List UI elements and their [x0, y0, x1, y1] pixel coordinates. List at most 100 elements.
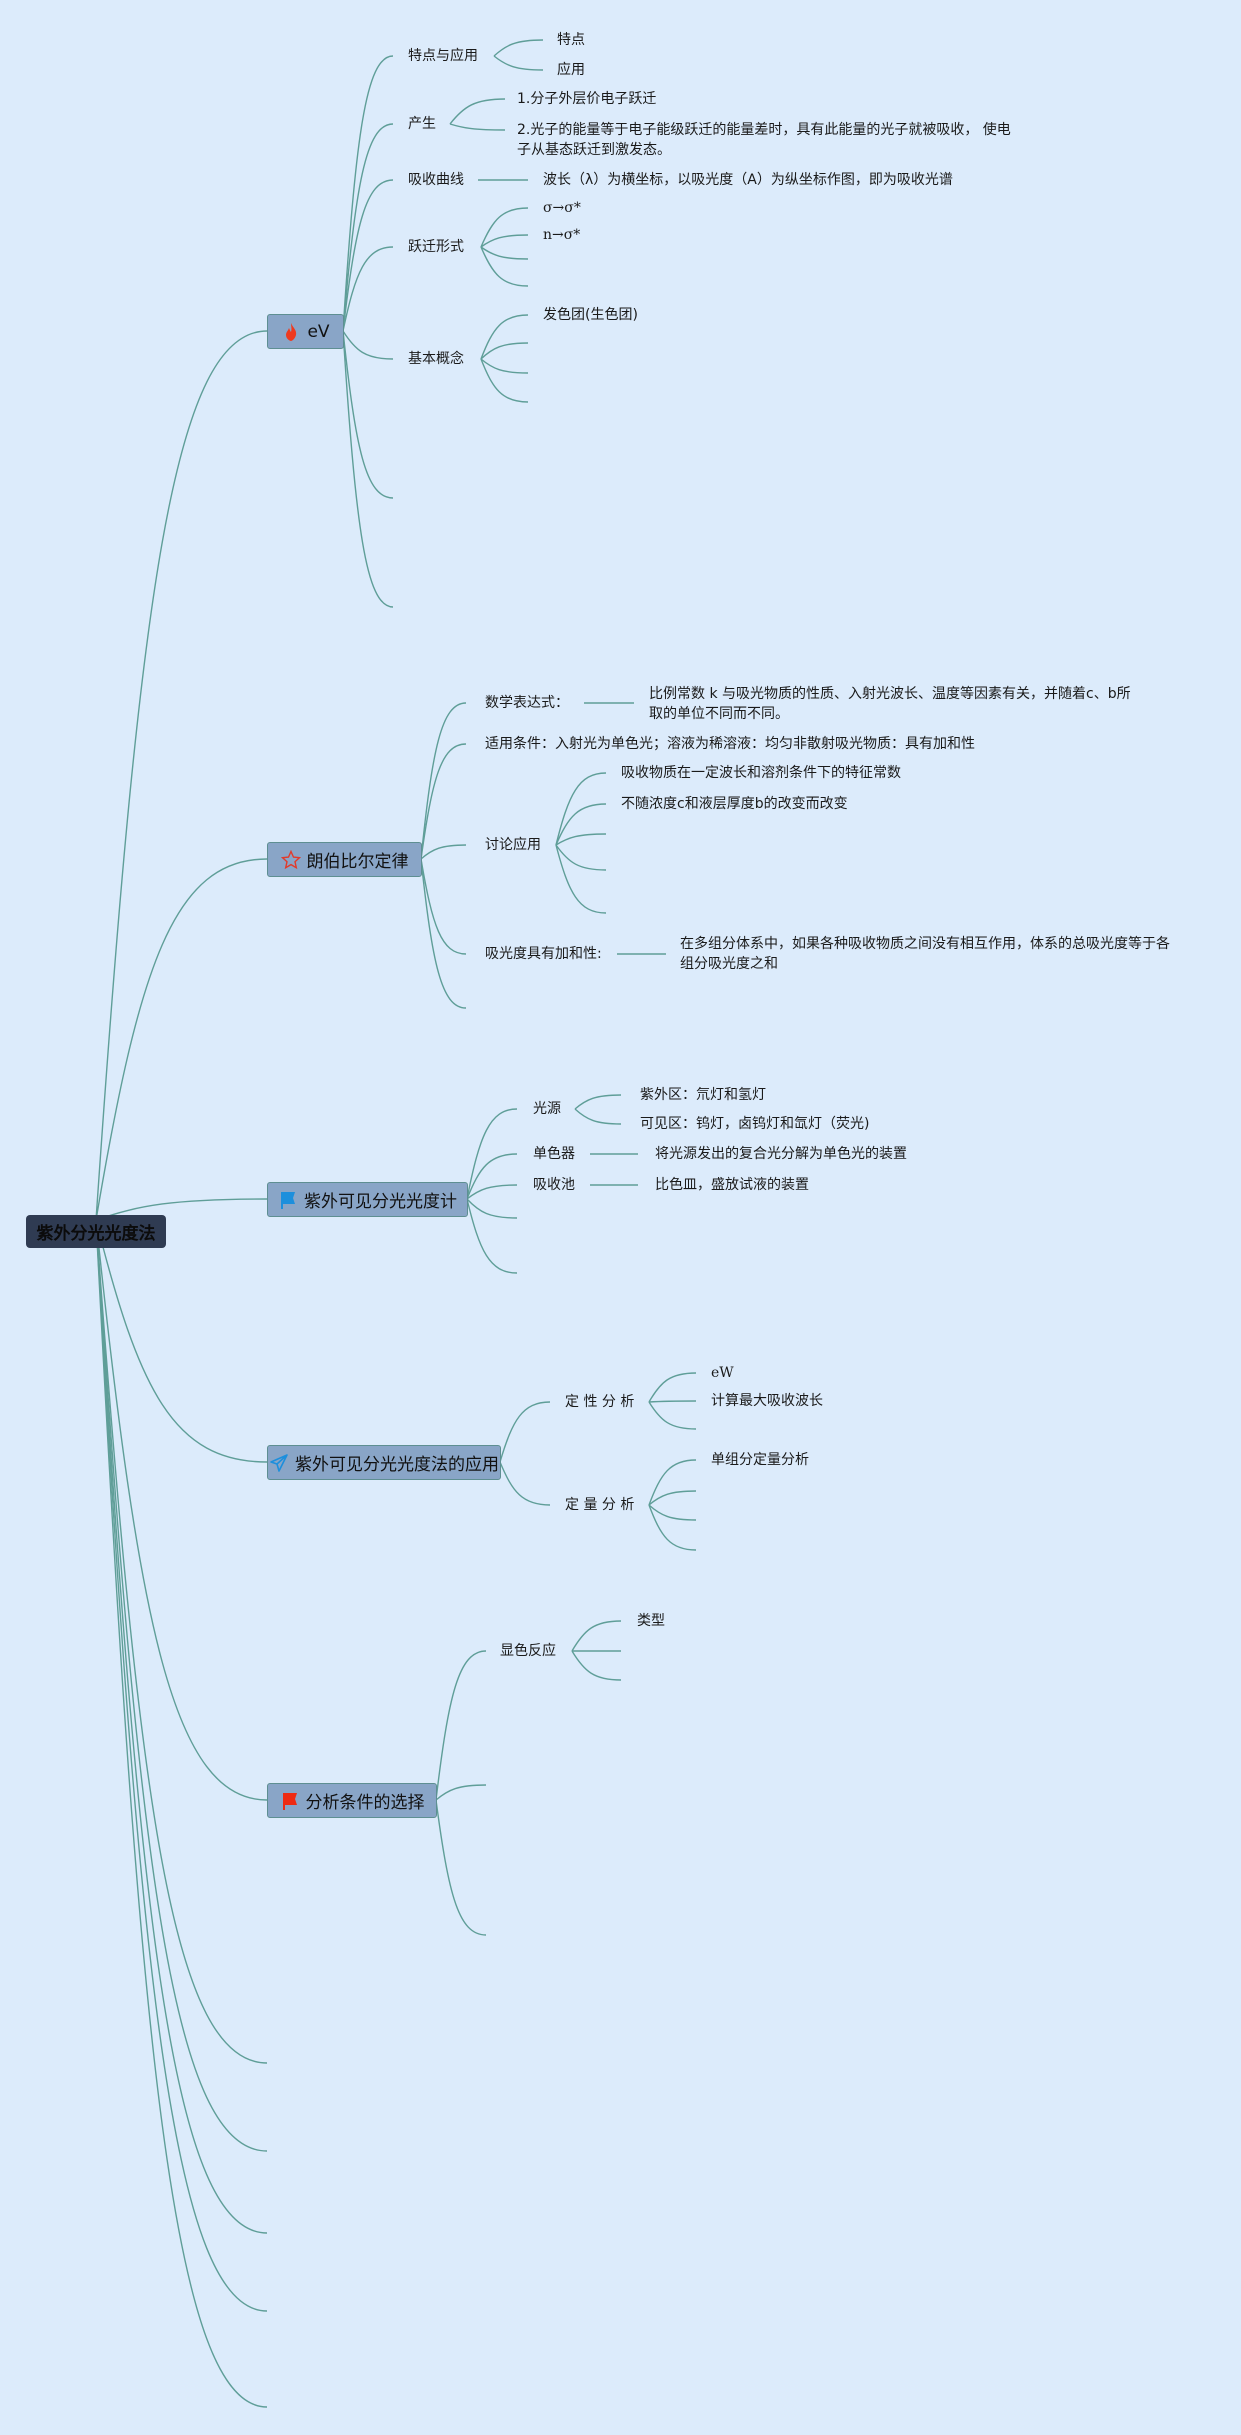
- root-node[interactable]: 紫外分光光度法: [26, 1215, 166, 1248]
- connector-line: [648, 1401, 697, 1430]
- connector-line: [466, 1153, 518, 1200]
- node-features[interactable]: 特点: [557, 32, 585, 48]
- connector-line: [95, 1219, 268, 1463]
- connector-line: [435, 1799, 487, 1936]
- node-max-wavelength[interactable]: 计算最大吸收波长: [711, 1393, 823, 1409]
- flag-icon: [281, 1191, 295, 1209]
- connector-line: [342, 55, 394, 332]
- connector-line: [574, 1094, 622, 1110]
- connector-line: [493, 39, 544, 57]
- connector-line: [95, 1219, 268, 2064]
- node-additivity-detail[interactable]: 在多组分体系中，如果各种吸收物质之间没有相互作用，体系的总吸光度等于各组分吸光度…: [680, 936, 1170, 972]
- node-basic-concepts[interactable]: 基本概念: [408, 351, 464, 367]
- connector-line: [342, 246, 394, 332]
- connector-line: [95, 1219, 268, 2312]
- branch-spectrophotometer[interactable]: 紫外可见分光光度计: [267, 1182, 468, 1217]
- connector-line: [571, 1620, 622, 1652]
- node-qualitative[interactable]: 定 性 分 析: [565, 1394, 635, 1410]
- node-discussion-2[interactable]: 不随浓度c和液层厚度b的改变而改变: [621, 796, 848, 812]
- connector-line: [342, 330, 394, 608]
- node-applications[interactable]: 应用: [557, 62, 585, 78]
- branch-applications[interactable]: 紫外可见分光光度法的应用: [267, 1445, 501, 1480]
- node-cuvette[interactable]: 吸收池: [533, 1177, 575, 1193]
- connector-line: [555, 772, 607, 846]
- node-math-expression[interactable]: 数学表达式：: [485, 695, 569, 711]
- node-n-sigma[interactable]: n→σ*: [543, 227, 581, 243]
- node-conditions[interactable]: 适用条件：入射光为单色光；溶液为稀溶液：均匀非散射吸光物质：具有加和性: [485, 736, 975, 752]
- connector-line: [466, 1108, 518, 1200]
- node-generation-2[interactable]: 2.光子的能量等于电子能级跃迁的能量差时，具有此能量的光子就被吸收， 使电子从基…: [517, 122, 1011, 158]
- node-color-reaction[interactable]: 显色反应: [500, 1643, 556, 1659]
- branch-label: 朗伯比尔定律: [306, 852, 409, 872]
- node-transition-forms[interactable]: 跃迁形式: [408, 239, 464, 255]
- fire-icon: [286, 322, 297, 341]
- branch-ev[interactable]: eV: [267, 314, 344, 349]
- connector-line: [342, 179, 394, 332]
- connector-line: [480, 207, 529, 248]
- connector-line: [420, 702, 467, 860]
- node-quantitative[interactable]: 定 量 分 析: [565, 1497, 635, 1513]
- connector-line: [648, 1490, 697, 1506]
- branch-conditions[interactable]: 分析条件的选择: [267, 1783, 437, 1818]
- node-monochromator-detail[interactable]: 将光源发出的复合光分解为单色光的装置: [655, 1146, 907, 1162]
- connector-line: [648, 1459, 697, 1506]
- connector-line: [480, 246, 529, 260]
- node-type[interactable]: 类型: [637, 1613, 665, 1629]
- branch-label: 分析条件的选择: [305, 1793, 425, 1813]
- node-single-component[interactable]: 单组分定量分析: [711, 1452, 809, 1468]
- connector-line: [466, 1184, 518, 1200]
- node-discussion-1[interactable]: 吸收物质在一定波长和溶剂条件下的特征常数: [621, 765, 901, 781]
- connector-line: [480, 234, 529, 248]
- connector-line: [555, 803, 607, 846]
- node-visible-region[interactable]: 可见区：钨灯，卤钨灯和氙灯（荧光): [640, 1116, 870, 1132]
- node-light-source[interactable]: 光源: [533, 1101, 561, 1117]
- connector-line: [435, 1784, 487, 1801]
- branch-label: eV: [307, 321, 330, 342]
- connector-line: [420, 844, 467, 860]
- node-monochromator[interactable]: 单色器: [533, 1146, 575, 1162]
- connector-line: [499, 1401, 551, 1463]
- connector-line: [420, 858, 467, 955]
- node-generation[interactable]: 产生: [408, 116, 436, 132]
- connector-line: [95, 858, 268, 1221]
- branch-lambert-beer[interactable]: 朗伯比尔定律: [267, 842, 422, 877]
- root-label: 紫外分光光度法: [36, 1224, 156, 1244]
- node-cuvette-detail[interactable]: 比色皿，盛放试液的装置: [655, 1177, 809, 1193]
- node-ew[interactable]: eW: [711, 1365, 734, 1381]
- node-generation-1[interactable]: 1.分子外层价电子跃迁: [517, 91, 657, 107]
- connector-line: [555, 844, 607, 914]
- node-math-expression-detail[interactable]: 比例常数 k 与吸光物质的性质、入射光波长、温度等因素有关，并随着c、b所取的单…: [649, 686, 1131, 722]
- node-sigma-sigma[interactable]: σ→σ*: [543, 200, 581, 216]
- node-chromophore[interactable]: 发色团(生色团): [543, 307, 638, 323]
- branch-label: 紫外可见分光光度计: [304, 1192, 457, 1212]
- connector-line: [480, 314, 529, 360]
- connector-line: [480, 342, 529, 360]
- connector-line: [466, 1198, 518, 1274]
- connector-line: [342, 330, 394, 499]
- connector-line: [571, 1650, 622, 1681]
- connector-line: [95, 1219, 268, 2234]
- connector-line: [466, 1198, 518, 1219]
- connector-line: [449, 123, 506, 131]
- node-absorption-curve[interactable]: 吸收曲线: [408, 172, 464, 188]
- connector-line: [95, 1219, 268, 1801]
- connector-line: [420, 858, 467, 1009]
- connector-line: [648, 1400, 697, 1403]
- node-additivity[interactable]: 吸光度具有加和性:: [485, 946, 602, 962]
- paper-plane-icon: [270, 1453, 288, 1472]
- connector-line: [648, 1504, 697, 1551]
- node-uv-region[interactable]: 紫外区：氘灯和氢灯: [640, 1087, 766, 1103]
- connector-line: [449, 98, 506, 125]
- connector-line: [574, 1108, 622, 1125]
- node-discussion[interactable]: 讨论应用: [485, 837, 541, 853]
- red-flag-icon: [282, 1792, 297, 1810]
- star-icon: [280, 849, 301, 869]
- connector-line: [480, 358, 529, 403]
- connector-line: [648, 1372, 697, 1403]
- connector-line: [435, 1650, 487, 1801]
- connector-line: [493, 55, 544, 71]
- node-absorption-curve-detail[interactable]: 波长（λ）为横坐标，以吸光度（A）为纵坐标作图，即为吸收光谱: [543, 172, 953, 188]
- node-features-applications[interactable]: 特点与应用: [408, 48, 478, 64]
- connector-line: [555, 833, 607, 846]
